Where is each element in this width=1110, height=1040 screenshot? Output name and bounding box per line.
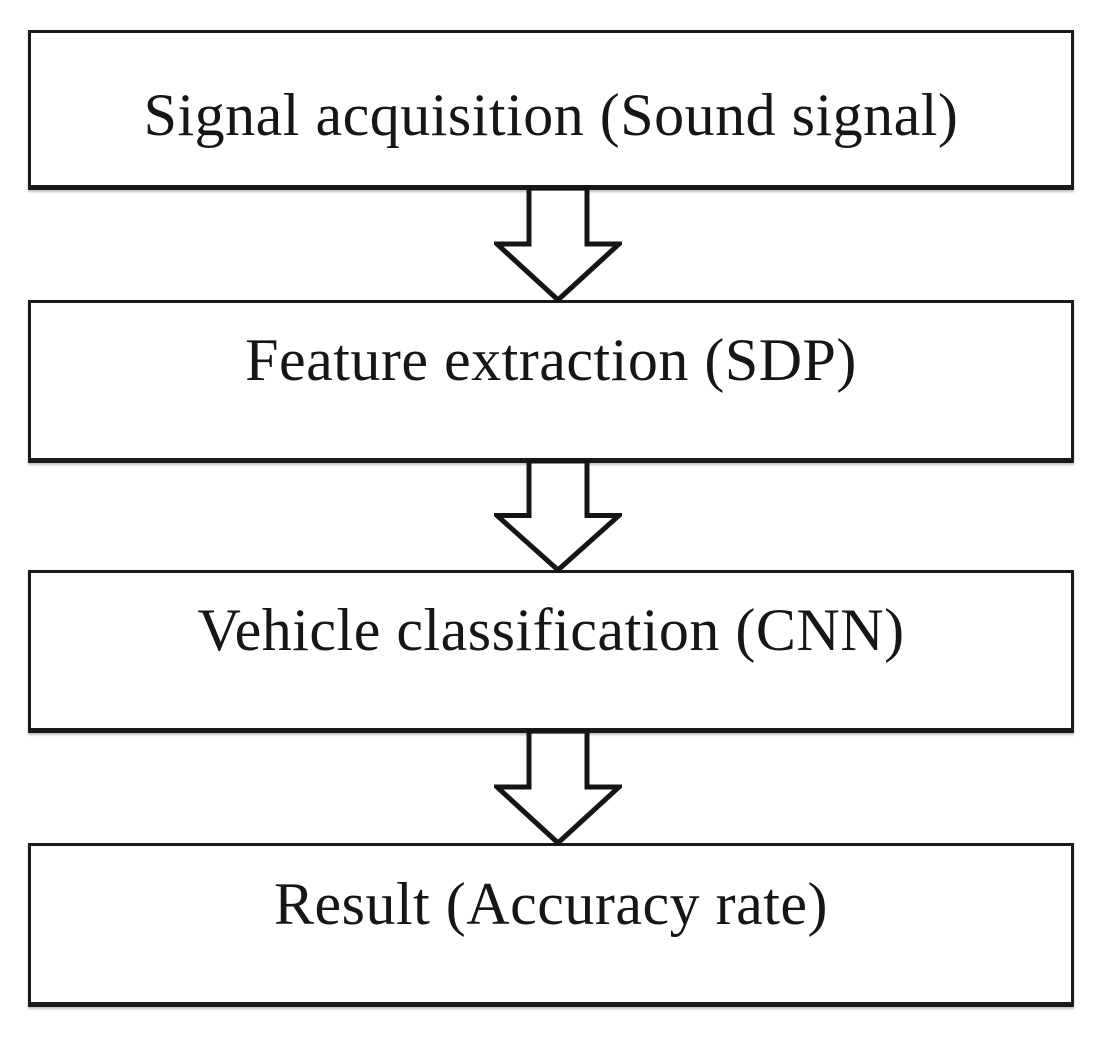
down-arrow-icon	[494, 458, 622, 573]
step-label: Result (Accuracy rate)	[273, 870, 829, 937]
down-arrow-icon	[494, 728, 622, 846]
step-label: Feature extraction (SDP)	[245, 327, 857, 393]
step-box-feature-extraction: Feature extraction (SDP)	[28, 300, 1074, 463]
down-arrow-icon	[494, 185, 622, 303]
step-box-signal-acquisition: Signal acquisition (Sound signal)	[28, 30, 1074, 190]
step-box-result: Result (Accuracy rate)	[28, 843, 1074, 1007]
step-label: Vehicle classification (CNN)	[197, 597, 905, 663]
step-label: Signal acquisition (Sound signal)	[143, 81, 959, 148]
step-box-vehicle-classification: Vehicle classification (CNN)	[28, 570, 1074, 733]
